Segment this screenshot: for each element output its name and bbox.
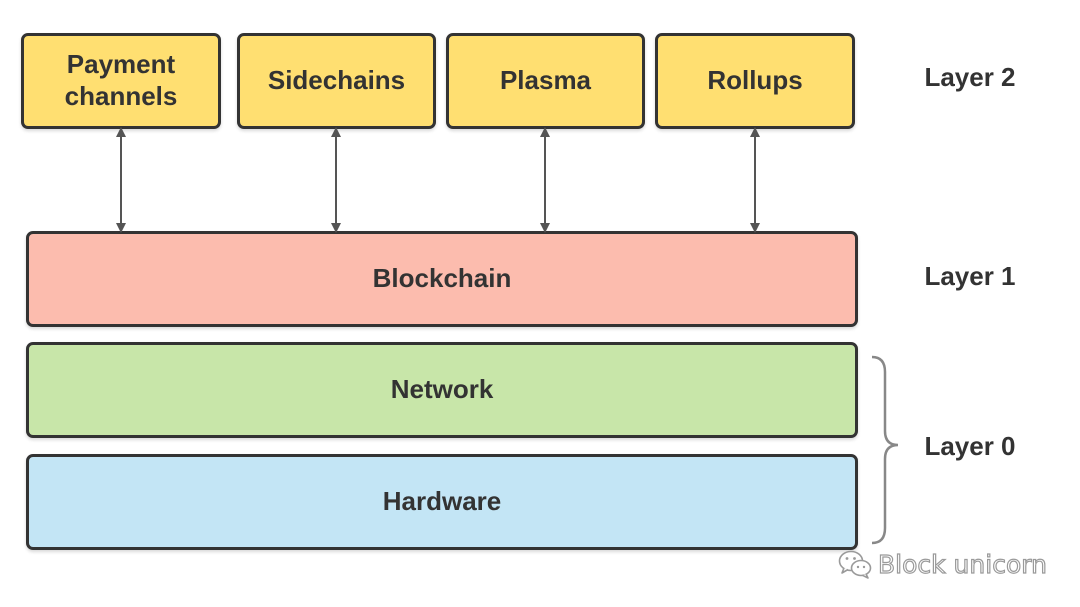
sidechains-box: Sidechains: [237, 33, 436, 129]
layer1-label: Layer 1: [924, 261, 1016, 291]
watermark: Block unicorn: [838, 544, 1053, 584]
watermark-text: Block unicorn: [877, 549, 1047, 579]
payment-channels-box: Payment channels: [21, 33, 221, 129]
network-box: Network: [26, 342, 858, 438]
blockchain-box: Blockchain: [26, 231, 858, 327]
layer0-label: Layer 0: [924, 431, 1016, 461]
layer2-label: Layer 2: [924, 62, 1016, 92]
wechat-icon: [838, 550, 872, 579]
layer0-brace: [871, 355, 899, 545]
hardware-box: Hardware: [26, 454, 858, 550]
